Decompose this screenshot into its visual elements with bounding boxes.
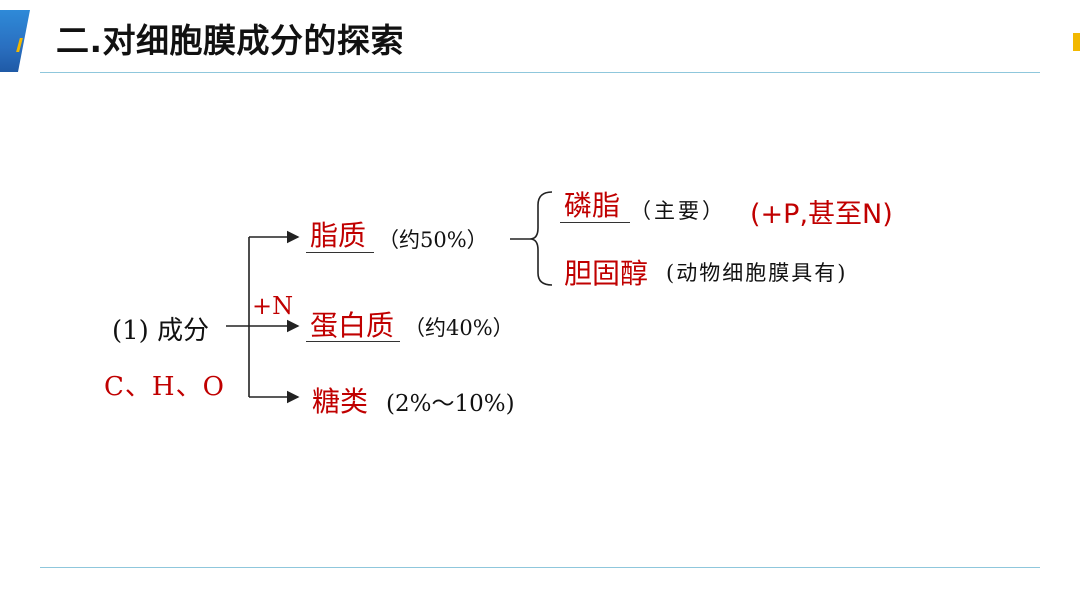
branch-protein-name: 蛋白质 <box>310 309 395 342</box>
slide-title: 二.对细胞膜成分的探索 <box>56 21 405 60</box>
nitrogen-note: +N <box>252 292 294 320</box>
bottom-divider <box>40 567 1040 568</box>
subtype-phospholipid-extra: (+P,甚至N) <box>750 199 893 230</box>
subtype-phospholipid-note: （主要） <box>630 199 726 223</box>
branch-sugar-note: (2%～10%) <box>386 391 515 417</box>
lipid-subtype-brace <box>529 191 553 286</box>
subtype-cholesterol-name: 胆固醇 <box>564 257 649 290</box>
branch-lipid-name: 脂质 <box>310 219 367 252</box>
protein-answer-underline <box>306 341 400 342</box>
title-divider <box>40 72 1040 73</box>
branch-lipid-note: （约50%） <box>378 228 488 252</box>
subtype-cholesterol-note: (动物细胞膜具有) <box>666 261 848 285</box>
branch-sugar-name: 糖类 <box>312 385 369 418</box>
lipid-answer-underline <box>306 252 374 253</box>
phospholipid-answer-underline <box>560 222 630 223</box>
branch-protein-note: （约40%） <box>404 316 514 340</box>
root-label: (1) 成分 <box>112 316 210 346</box>
elements-label: C、H、O <box>104 372 225 402</box>
subtype-phospholipid-name: 磷脂 <box>564 189 621 222</box>
right-accent-tab <box>1073 33 1080 51</box>
